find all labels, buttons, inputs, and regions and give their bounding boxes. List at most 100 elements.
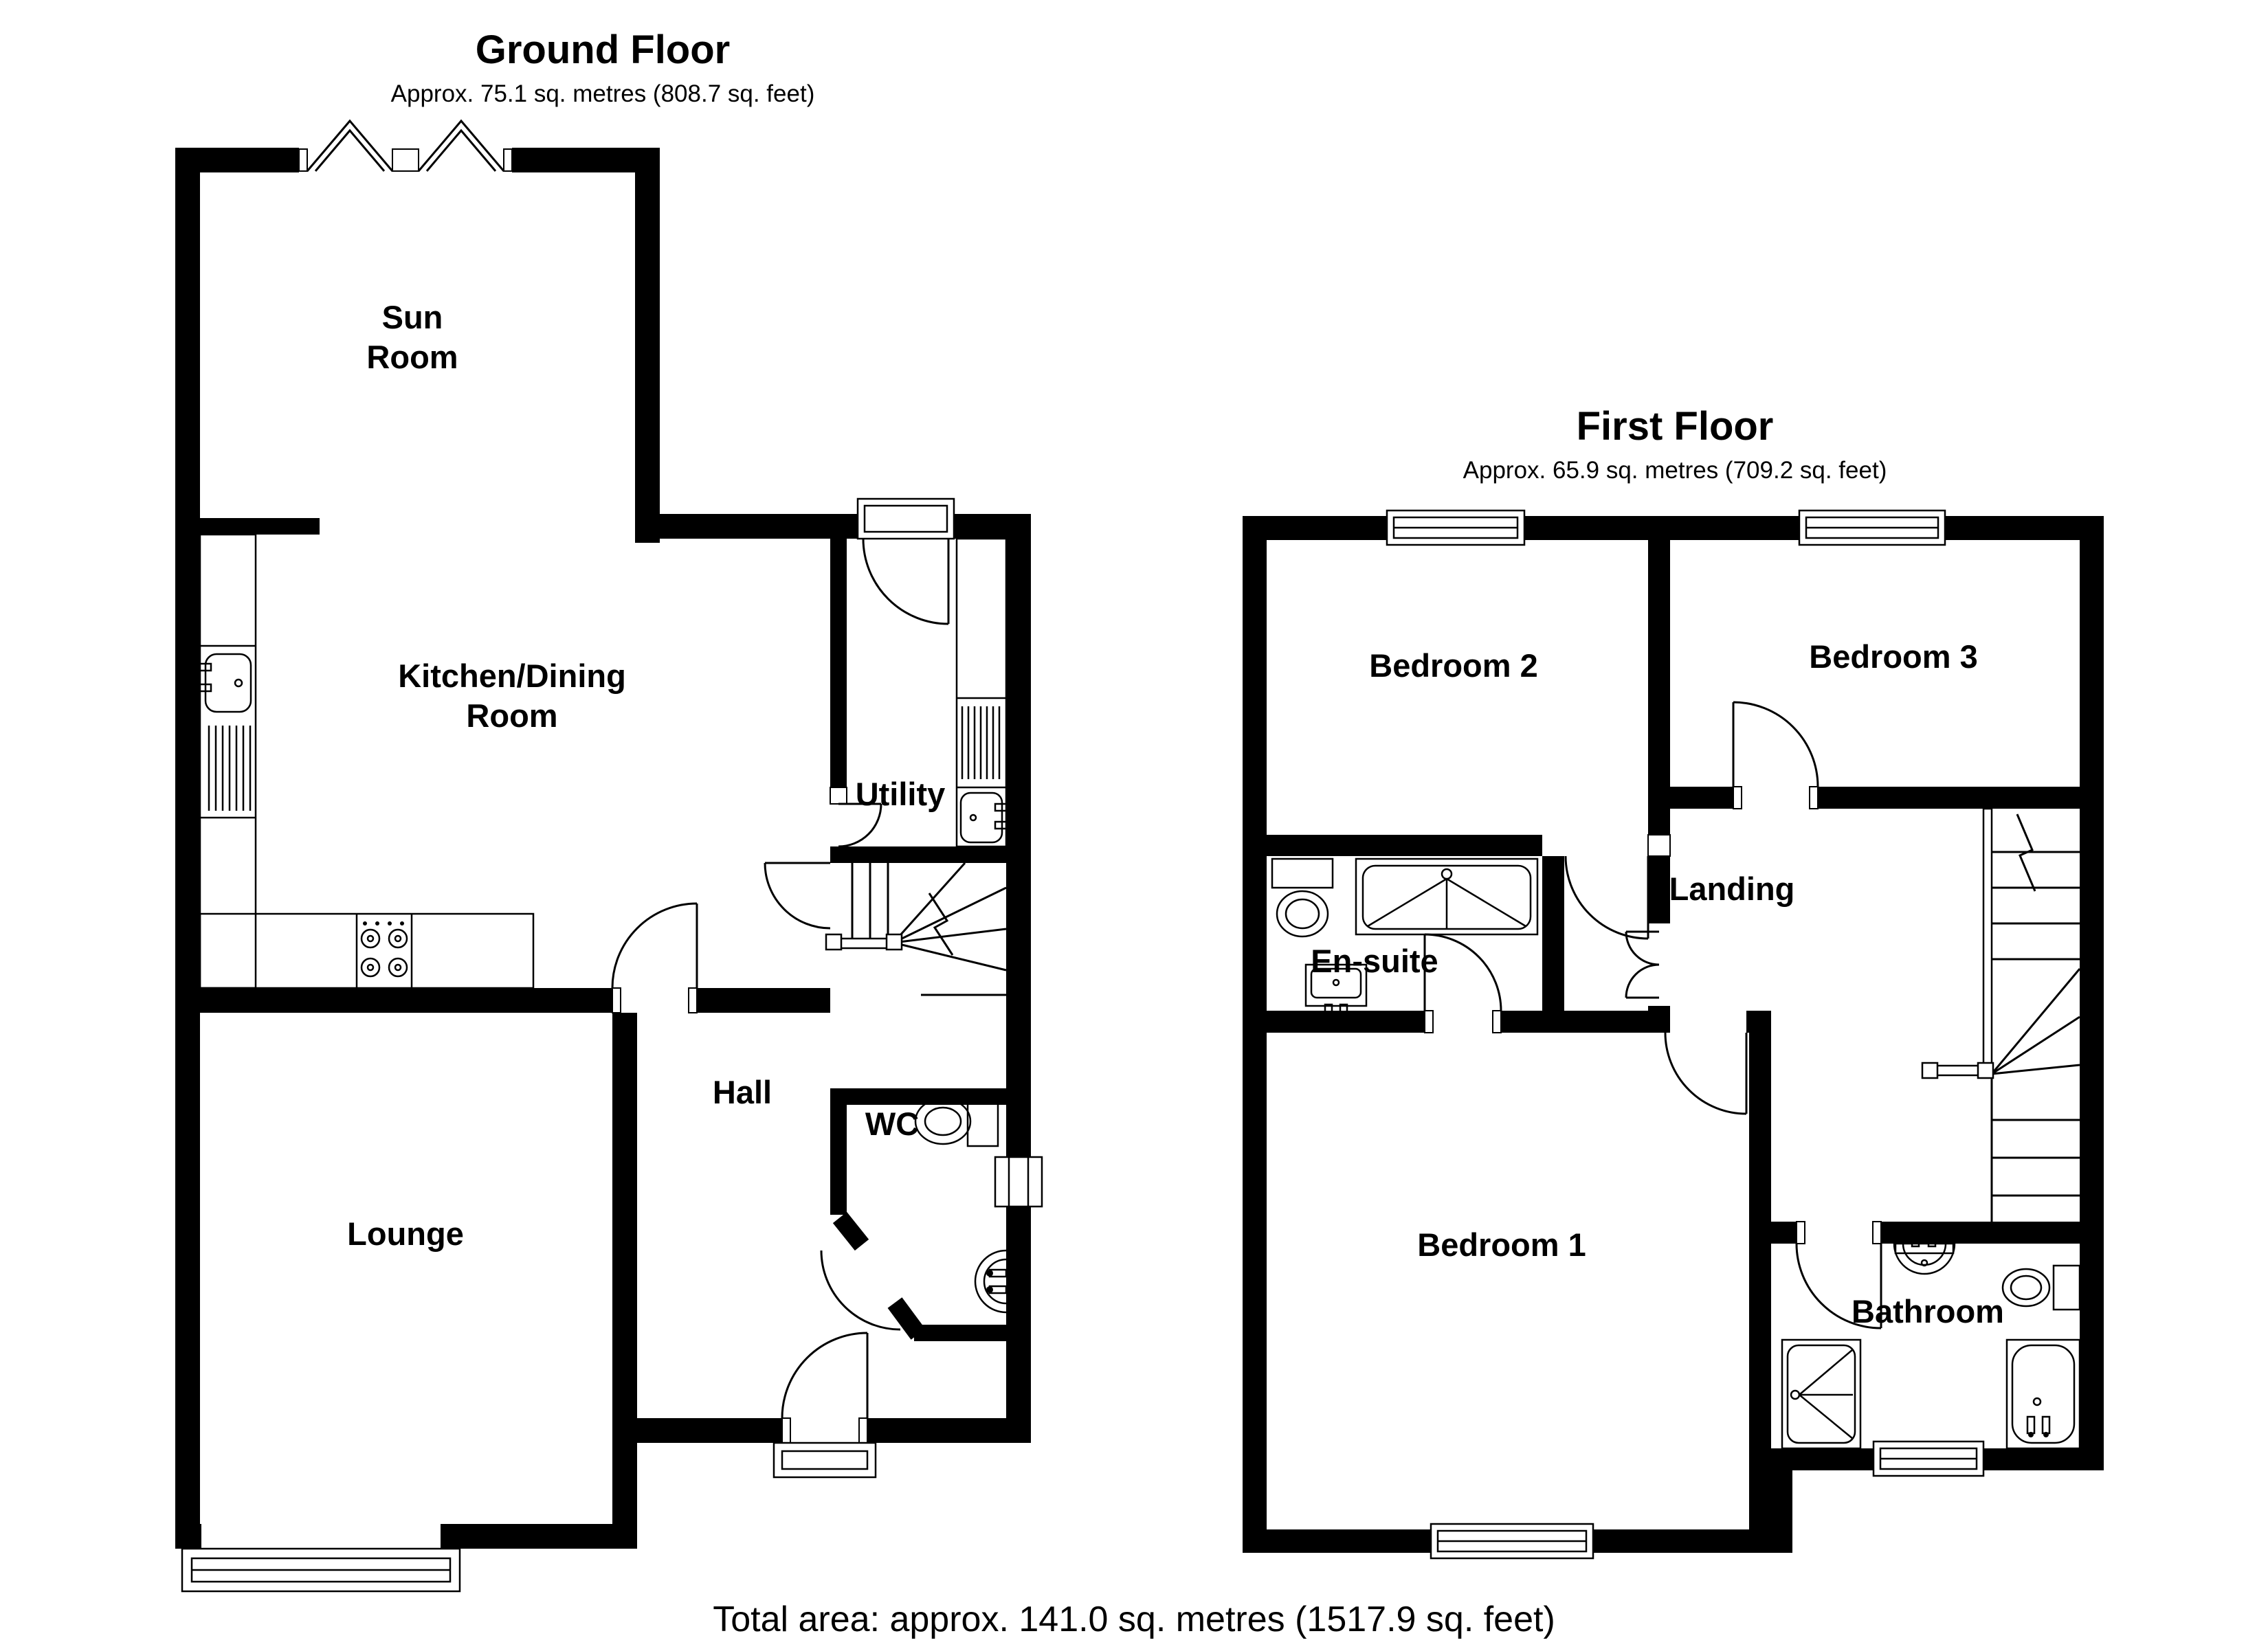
wall-segment xyxy=(1267,835,1542,856)
first-floor-windows xyxy=(1386,509,1985,1560)
wall-segment-diagonal xyxy=(887,1297,926,1340)
toilet-inner xyxy=(924,1106,962,1136)
wall-segment xyxy=(1771,1222,1797,1244)
door-post xyxy=(830,787,847,805)
wc-door-arc xyxy=(820,1250,901,1331)
door-post xyxy=(298,148,308,172)
door-post xyxy=(1733,786,1742,809)
bedroom3-door xyxy=(1732,701,1819,787)
wall-segment xyxy=(1939,516,2104,540)
stair-winder xyxy=(892,862,966,944)
wall-segment xyxy=(830,846,1006,863)
door-post xyxy=(392,148,419,172)
wall-segment xyxy=(867,1418,1031,1443)
wall-segment xyxy=(175,1524,201,1549)
stair-break-line xyxy=(928,893,954,956)
door-post xyxy=(858,1417,868,1444)
door-threshold-inner xyxy=(863,504,948,533)
bedroom2-door xyxy=(1564,855,1649,940)
wall-segment xyxy=(1978,1448,2104,1470)
wall-segment xyxy=(1670,787,1733,809)
staircase xyxy=(1921,807,2081,1222)
room-label-ensuite: En-suite xyxy=(1311,943,1438,979)
stair-winder xyxy=(1990,968,2081,1075)
bathroom-window xyxy=(1872,1440,1985,1477)
door-arc xyxy=(781,1332,868,1419)
tap-dot xyxy=(2028,1432,2034,1437)
room-label-sun-room-2: Room xyxy=(366,339,458,375)
shower-head xyxy=(1790,1389,1801,1400)
wc-fixtures xyxy=(914,1095,1043,1314)
bathroom-door xyxy=(1795,1243,1882,1330)
room-label-kitchen: Kitchen/Dining xyxy=(398,658,626,694)
room-label-wc: WC xyxy=(865,1106,919,1142)
wall-segment xyxy=(635,148,660,543)
wall-segment xyxy=(635,514,863,539)
hob-burner xyxy=(360,928,381,949)
bath-drain xyxy=(2032,1397,2042,1406)
room-label-bedroom1: Bedroom 1 xyxy=(1417,1226,1586,1263)
total-area-label: Total area: approx. 141.0 sq. metres (15… xyxy=(713,1600,1555,1639)
wall-segment xyxy=(1648,856,1670,923)
wall-segment xyxy=(1648,1006,1670,1033)
wall-segment xyxy=(914,1325,1006,1341)
french-door-chevron xyxy=(417,119,505,172)
wall-segment xyxy=(1648,540,1670,835)
ground-floor-walls xyxy=(175,148,1031,1549)
wall-segment xyxy=(1243,516,1267,1553)
wall-segment-diagonal xyxy=(832,1211,869,1251)
wall-segment xyxy=(1749,1033,1771,1553)
first-floor-plan: First Floor Approx. 65.9 sq. metres (709… xyxy=(1243,404,2104,1560)
kitchen-counter xyxy=(199,912,535,989)
tap-icon xyxy=(2026,1415,2036,1435)
stair-newel xyxy=(1921,1062,1939,1079)
door-arc xyxy=(1625,963,1660,998)
door-post xyxy=(1424,1010,1434,1033)
door-arc xyxy=(1664,1032,1747,1115)
utility-sink xyxy=(959,792,1003,844)
ground-floor-plan: Ground Floor Approx. 75.1 sq. metres (80… xyxy=(175,27,1043,1593)
door-arc xyxy=(611,902,698,989)
room-label-sun-room: Sun xyxy=(382,299,443,335)
shower-tray xyxy=(1781,1338,1862,1450)
toilet xyxy=(1276,890,1329,938)
room-label-bathroom: Bathroom xyxy=(1852,1293,2004,1330)
utility-inner-door xyxy=(838,803,882,848)
wc-sink xyxy=(974,1249,1007,1314)
room-label-utility: Utility xyxy=(856,776,946,812)
toilet-cistern xyxy=(1271,857,1334,889)
bedroom3-window xyxy=(1798,509,1946,546)
door-post xyxy=(1872,1221,1882,1244)
bay-window xyxy=(181,1547,461,1593)
utility-back-door xyxy=(856,497,955,625)
tap-dot xyxy=(1913,1227,1918,1233)
door-arc xyxy=(1564,855,1649,940)
door-arc xyxy=(764,862,831,930)
shower-head xyxy=(1441,868,1453,880)
bedroom1-window xyxy=(1430,1523,1594,1560)
door-arc xyxy=(1424,933,1502,1011)
hob-burner xyxy=(360,957,381,978)
front-door xyxy=(772,1332,877,1479)
bedroom1-door xyxy=(1664,1032,1748,1115)
door-arc xyxy=(838,803,882,848)
first-floor-title: First Floor xyxy=(1577,404,1774,449)
tap-dot xyxy=(1325,1018,1332,1024)
wall-segment xyxy=(830,539,847,787)
stair-winder xyxy=(1991,1064,2080,1075)
wall-segment xyxy=(1501,1011,1564,1033)
toilet xyxy=(2001,1268,2051,1308)
french-door-chevron xyxy=(306,119,394,172)
tap-dot xyxy=(1006,803,1014,811)
sun-room-doors xyxy=(298,119,513,172)
wall-segment xyxy=(1519,516,1805,540)
toilet-inner xyxy=(1285,898,1320,930)
wall-segment xyxy=(1771,1470,1792,1553)
tap-dot xyxy=(986,1286,993,1293)
wall-segment xyxy=(830,1105,847,1215)
bathroom-fixtures xyxy=(1781,1227,2081,1450)
stair-newel xyxy=(1977,1062,1994,1079)
door-post xyxy=(1647,834,1671,857)
kitchen-sink xyxy=(204,653,252,713)
wall-segment xyxy=(1006,514,1031,1443)
